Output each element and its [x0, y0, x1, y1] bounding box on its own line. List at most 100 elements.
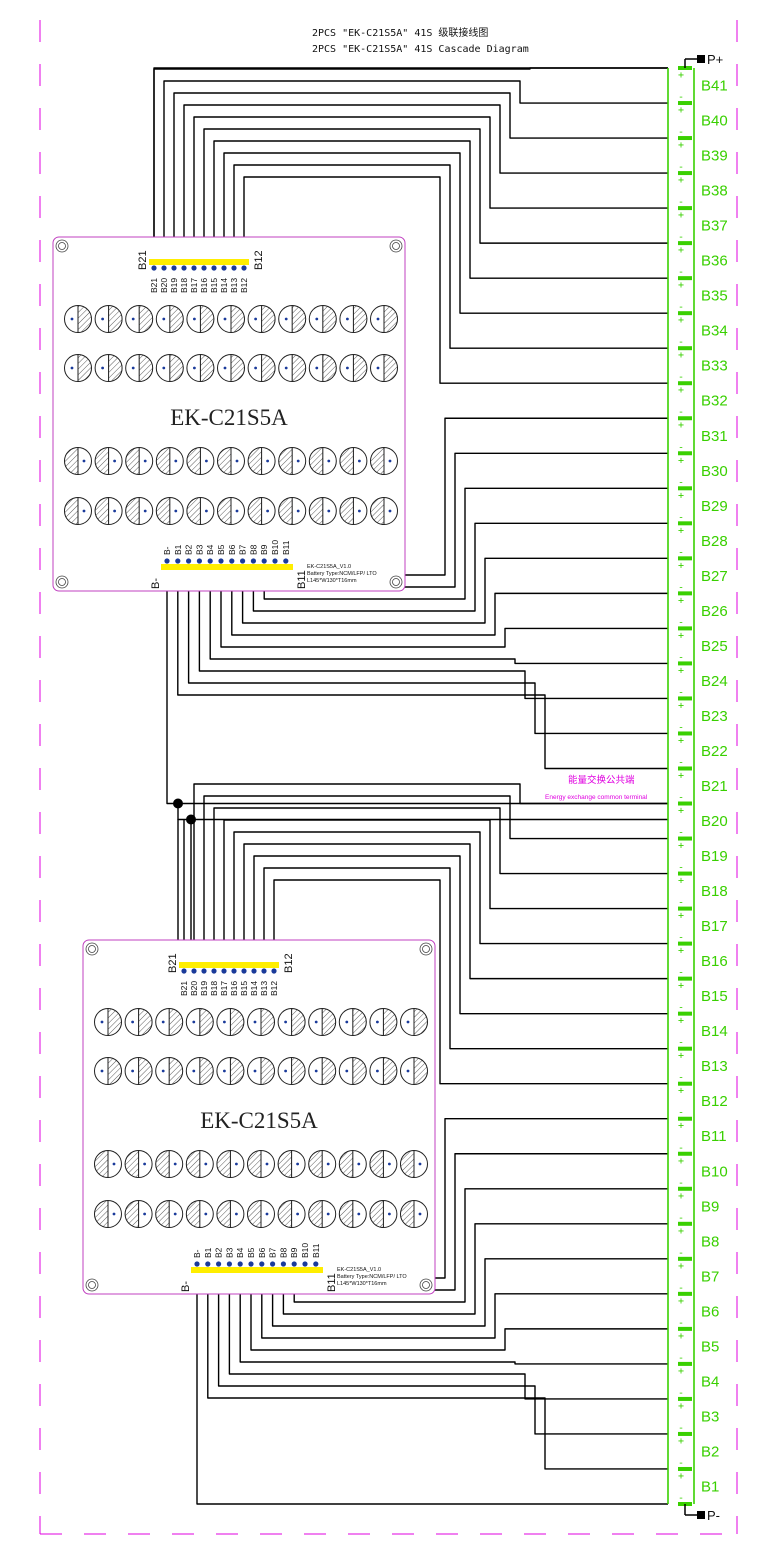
positive-terminal: P+: [684, 52, 723, 68]
cell-plus-sign: +: [678, 315, 684, 326]
cell-plus-sign: +: [678, 911, 684, 922]
cell-label: B11: [701, 1128, 727, 1145]
cell-connector: [678, 766, 692, 771]
bottom-pin-wire: [207, 1273, 668, 1470]
cell-plus-sign: +: [678, 1401, 684, 1412]
cell-label: B18: [701, 883, 728, 900]
bottom-pin-label: B7: [238, 544, 248, 555]
top-pin-label: B17: [219, 981, 229, 996]
cell-plus-sign: +: [678, 455, 684, 466]
cell-connector: [678, 451, 692, 456]
board-info-line: L145*W130*T16mm: [307, 578, 357, 584]
cell-plus-sign: +: [678, 770, 684, 781]
cell-label: B30: [701, 463, 728, 480]
battery-cell: +-B8: [678, 1226, 719, 1259]
mosfet-component: [339, 305, 368, 333]
cell-minus-sign: -: [678, 337, 684, 348]
cell-minus-sign: -: [678, 1353, 684, 1364]
mosfet-component: [94, 447, 123, 475]
cell-connector: [678, 1291, 692, 1296]
mounting-hole: [55, 239, 69, 253]
bottom-pin-wire: [231, 570, 668, 636]
mosfet-component: [277, 1200, 306, 1228]
cell-minus-sign: -: [678, 617, 684, 628]
battery-cell: +-B31: [678, 420, 728, 453]
cell-connector: [678, 136, 692, 141]
bottom-header-left-label: B-: [150, 578, 162, 589]
mosfet-component: [186, 305, 215, 333]
mosfet-component: [338, 1150, 367, 1178]
cell-minus-sign: -: [678, 828, 684, 839]
cell-label: B28: [701, 533, 728, 550]
mosfet-component: [64, 354, 92, 382]
cell-minus-sign: -: [678, 1248, 684, 1259]
bottom-pin-wire: [239, 1273, 668, 1365]
bottom-pin-wire: [177, 570, 668, 770]
mosfet-component: [308, 497, 337, 525]
cell-minus-sign: -: [678, 1108, 684, 1119]
top-pin-wire: [263, 867, 668, 1050]
cell-plus-sign: +: [678, 1051, 684, 1062]
header-pin: [196, 558, 202, 564]
top-pin-wire: [273, 879, 668, 1085]
header-pin: [207, 558, 213, 564]
battery-cell: +-B30: [678, 455, 728, 488]
cell-connector: [678, 241, 692, 246]
cell-minus-sign: -: [678, 197, 684, 208]
cell-minus-sign: -: [678, 1073, 684, 1084]
mosfet-component: [64, 497, 92, 525]
positive-terminal-label: P+: [707, 52, 723, 67]
cell-minus-sign: -: [678, 1178, 684, 1189]
cell-plus-sign: +: [678, 280, 684, 291]
cell-connector: [678, 696, 692, 701]
mosfet-component: [124, 1200, 153, 1228]
battery-cell: +-B25: [678, 630, 728, 663]
mosfet-component: [247, 1150, 275, 1178]
bottom-pin-label: B6: [257, 1247, 267, 1258]
cell-connector: [678, 591, 692, 596]
header-pin: [302, 1261, 308, 1267]
cell-label: B19: [701, 848, 728, 865]
header-pin: [161, 265, 167, 271]
header-pin: [231, 968, 237, 974]
cell-label: B32: [701, 393, 728, 410]
mosfet-component: [185, 1150, 214, 1178]
mounting-hole-inner: [392, 242, 400, 250]
cell-minus-sign: -: [678, 757, 684, 768]
board2-b21-wire: [177, 818, 668, 968]
bottom-pin-label: B9: [259, 544, 269, 555]
bottom-pin-label: B8: [248, 544, 258, 555]
mosfet-component: [278, 305, 307, 333]
header-pin: [181, 265, 187, 271]
mosfet-component: [186, 447, 215, 475]
mosfet-component: [400, 1200, 428, 1228]
cell-label: B36: [701, 253, 728, 270]
cell-minus-sign: -: [678, 512, 684, 523]
mosfet-component: [278, 447, 307, 475]
top-pin-label: B17: [189, 278, 199, 293]
mosfet-component: [94, 354, 123, 382]
cell-plus-sign: +: [678, 350, 684, 361]
header-pin: [211, 968, 217, 974]
mounting-hole: [389, 575, 403, 589]
battery-cell-stack: +-B1+-B2+-B3+-B4+-B5+-B6+-B7+-B8+-B9+-B1…: [667, 66, 728, 1506]
top-pin-label: B16: [199, 278, 209, 293]
cell-plus-sign: +: [678, 946, 684, 957]
bottom-pin-label: B3: [224, 1247, 234, 1258]
cell-minus-sign: -: [678, 547, 684, 558]
cell-connector: [678, 1081, 692, 1086]
bottom-pin-label: B2: [214, 1247, 224, 1258]
cell-connector: [678, 731, 692, 736]
battery-cell: +-B34: [678, 315, 728, 348]
battery-cell: +-B38: [678, 175, 728, 208]
mosfet-component: [155, 1008, 184, 1036]
mosfet-component: [370, 497, 398, 525]
cell-minus-sign: -: [678, 372, 684, 383]
cell-minus-sign: -: [678, 863, 684, 874]
top-pin-wire: [213, 807, 668, 968]
battery-cell: +-B11: [678, 1121, 727, 1154]
cell-minus-sign: -: [678, 407, 684, 418]
header-pin: [313, 1261, 319, 1267]
mosfet-component: [247, 305, 276, 333]
